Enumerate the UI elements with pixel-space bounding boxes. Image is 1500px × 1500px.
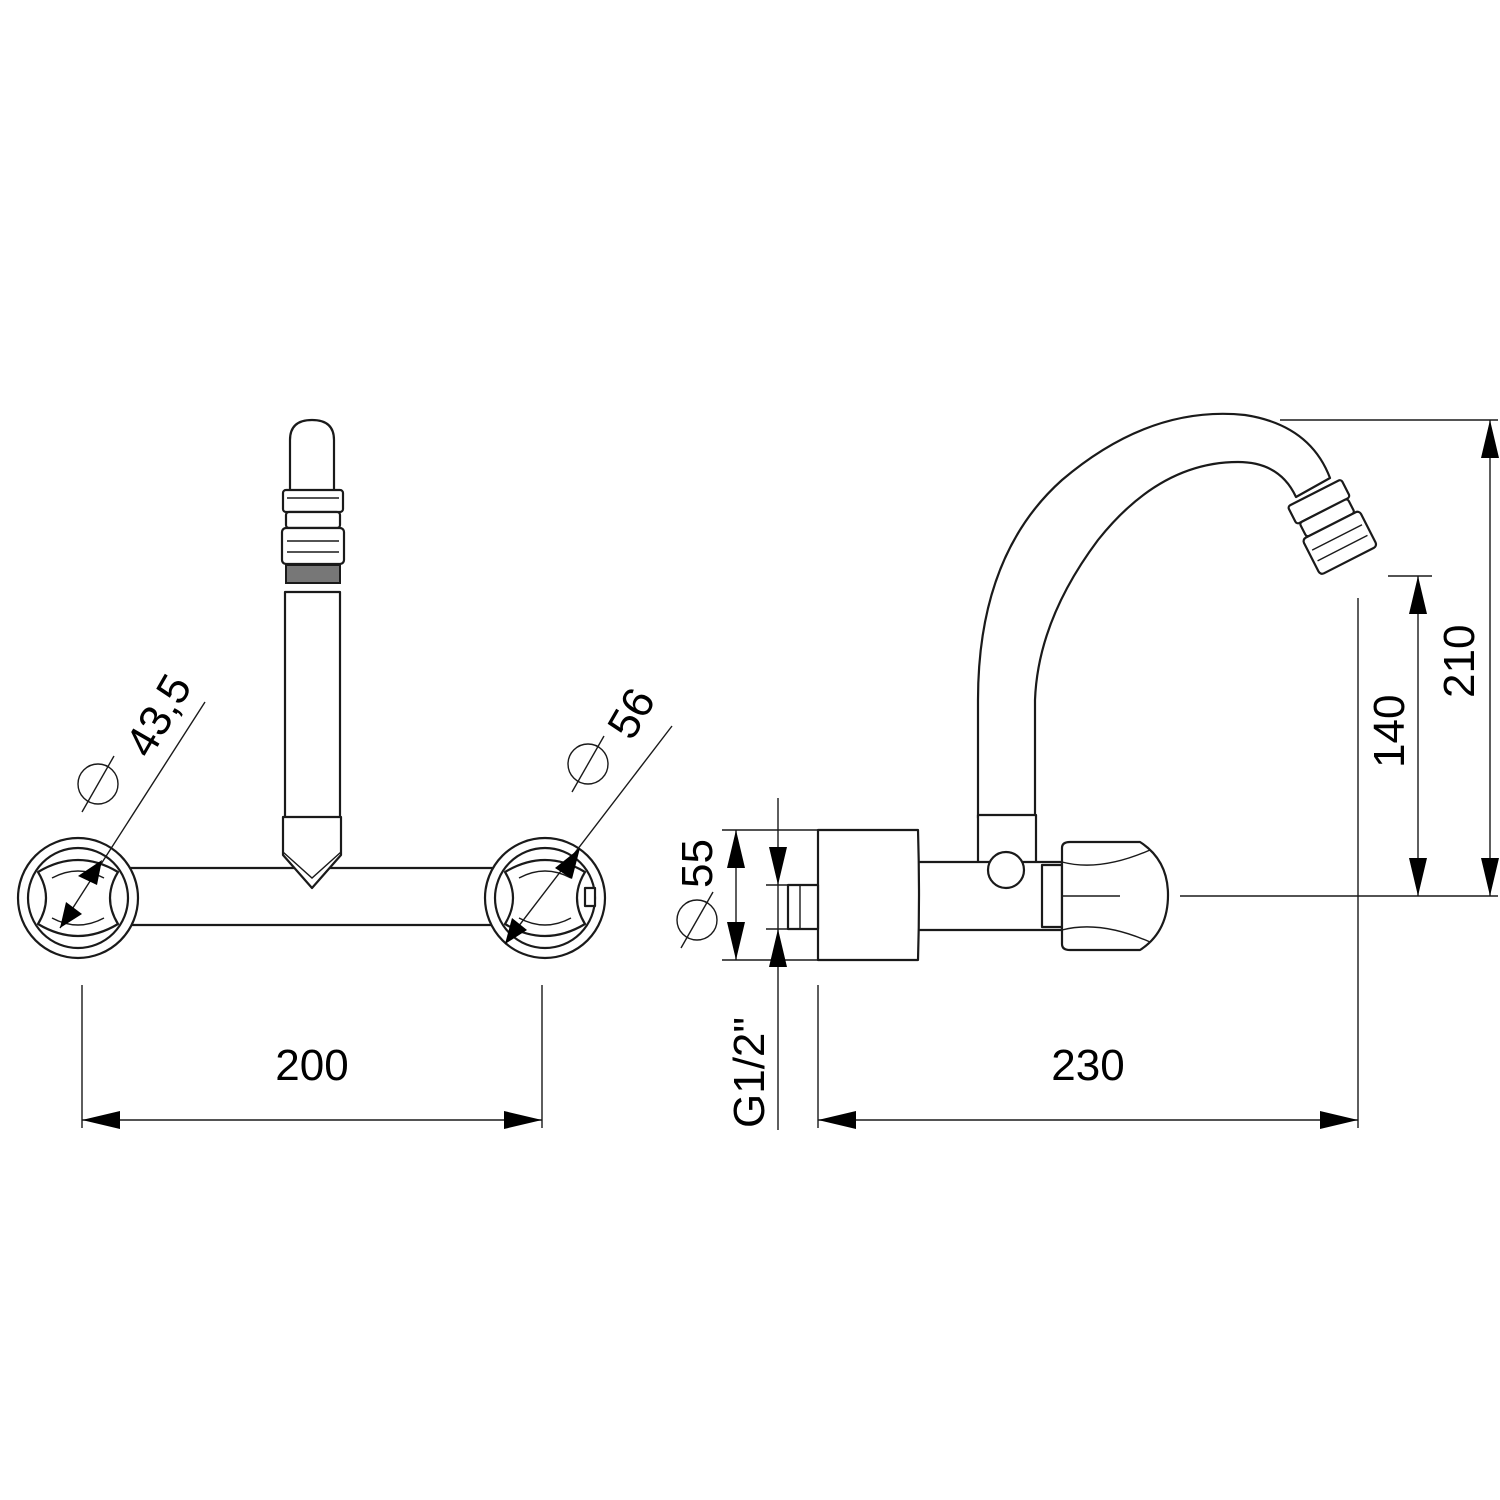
dim-label-width-front: 200 [275, 1041, 348, 1090]
dim-thread: G1/2" [725, 798, 788, 1130]
side-thread [786, 883, 820, 931]
diameter-symbol-rosette [676, 899, 718, 941]
dim-label-height-total: 210 [1435, 625, 1484, 698]
front-spout-socket [281, 815, 343, 890]
dim-label-depth-side: 230 [1051, 1041, 1124, 1090]
front-view: 43,5 56 200 [16, 418, 673, 1129]
dim-label-thread: G1/2" [725, 1017, 774, 1128]
dim-height-outlet: 140 [1365, 575, 1432, 896]
dim-label-handle-left: 43,5 [116, 666, 201, 765]
front-spout-tube [283, 590, 342, 820]
dim-rosette-diameter: 55 [673, 829, 818, 961]
side-aerator [1287, 479, 1378, 575]
side-rosette [816, 828, 921, 962]
dim-label-rosette: 55 [673, 839, 722, 888]
dim-width-front: 200 [81, 985, 543, 1129]
dim-height-total: 210 [1280, 419, 1499, 897]
front-aerator [280, 488, 346, 584]
side-spout [976, 412, 1332, 820]
front-spout-top [288, 418, 336, 494]
dim-label-handle-right: 56 [598, 680, 665, 747]
front-handle-right [483, 836, 607, 960]
dim-label-height-outlet: 140 [1365, 695, 1414, 768]
front-handle-left [16, 836, 140, 960]
side-view: 55 G1/2" 230 140 [673, 412, 1499, 1130]
front-body [118, 866, 542, 927]
diameter-symbol-left-circle [77, 763, 119, 805]
diameter-symbol-right [567, 743, 609, 785]
dim-depth-side: 230 [817, 598, 1359, 1129]
